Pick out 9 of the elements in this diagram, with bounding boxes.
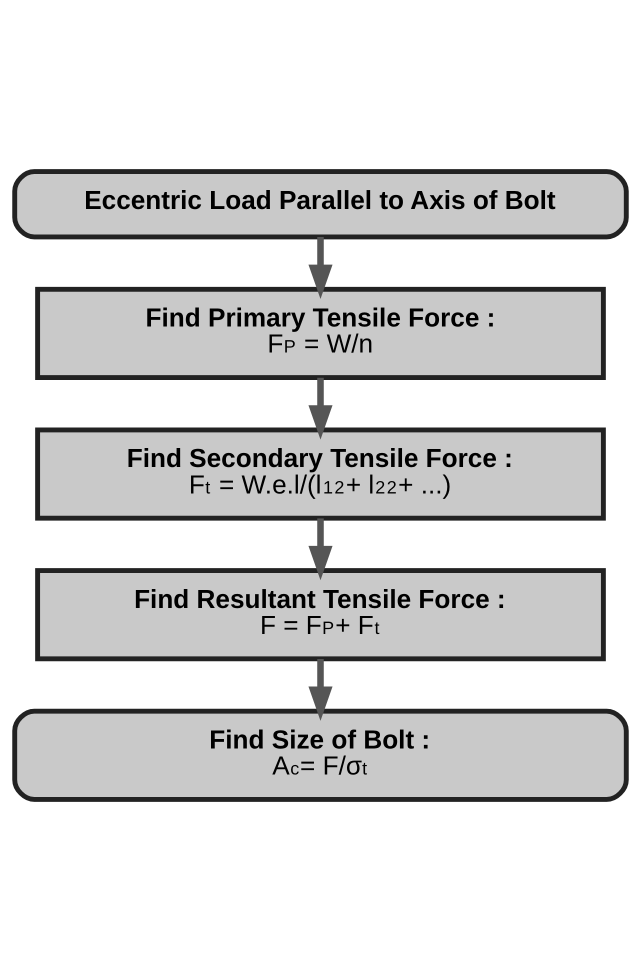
node-box: Find Primary Tensile Force : FP = W/n bbox=[35, 286, 606, 380]
node-box: Find Size of Bolt : Ac= F/σt bbox=[12, 708, 629, 802]
arrow bbox=[308, 518, 333, 580]
node-box: Find Resultant Tensile Force : F = FP+ Ft bbox=[35, 568, 606, 661]
arrow bbox=[308, 377, 333, 440]
arrow bbox=[308, 236, 333, 299]
node-box: Find Secondary Tensile Force : Ft = W.e.l/(l12+ l22+ ...) bbox=[35, 426, 606, 520]
node-box: Eccentric Load Parallel to Axis of Bolt bbox=[12, 168, 629, 239]
arrow bbox=[308, 658, 333, 720]
